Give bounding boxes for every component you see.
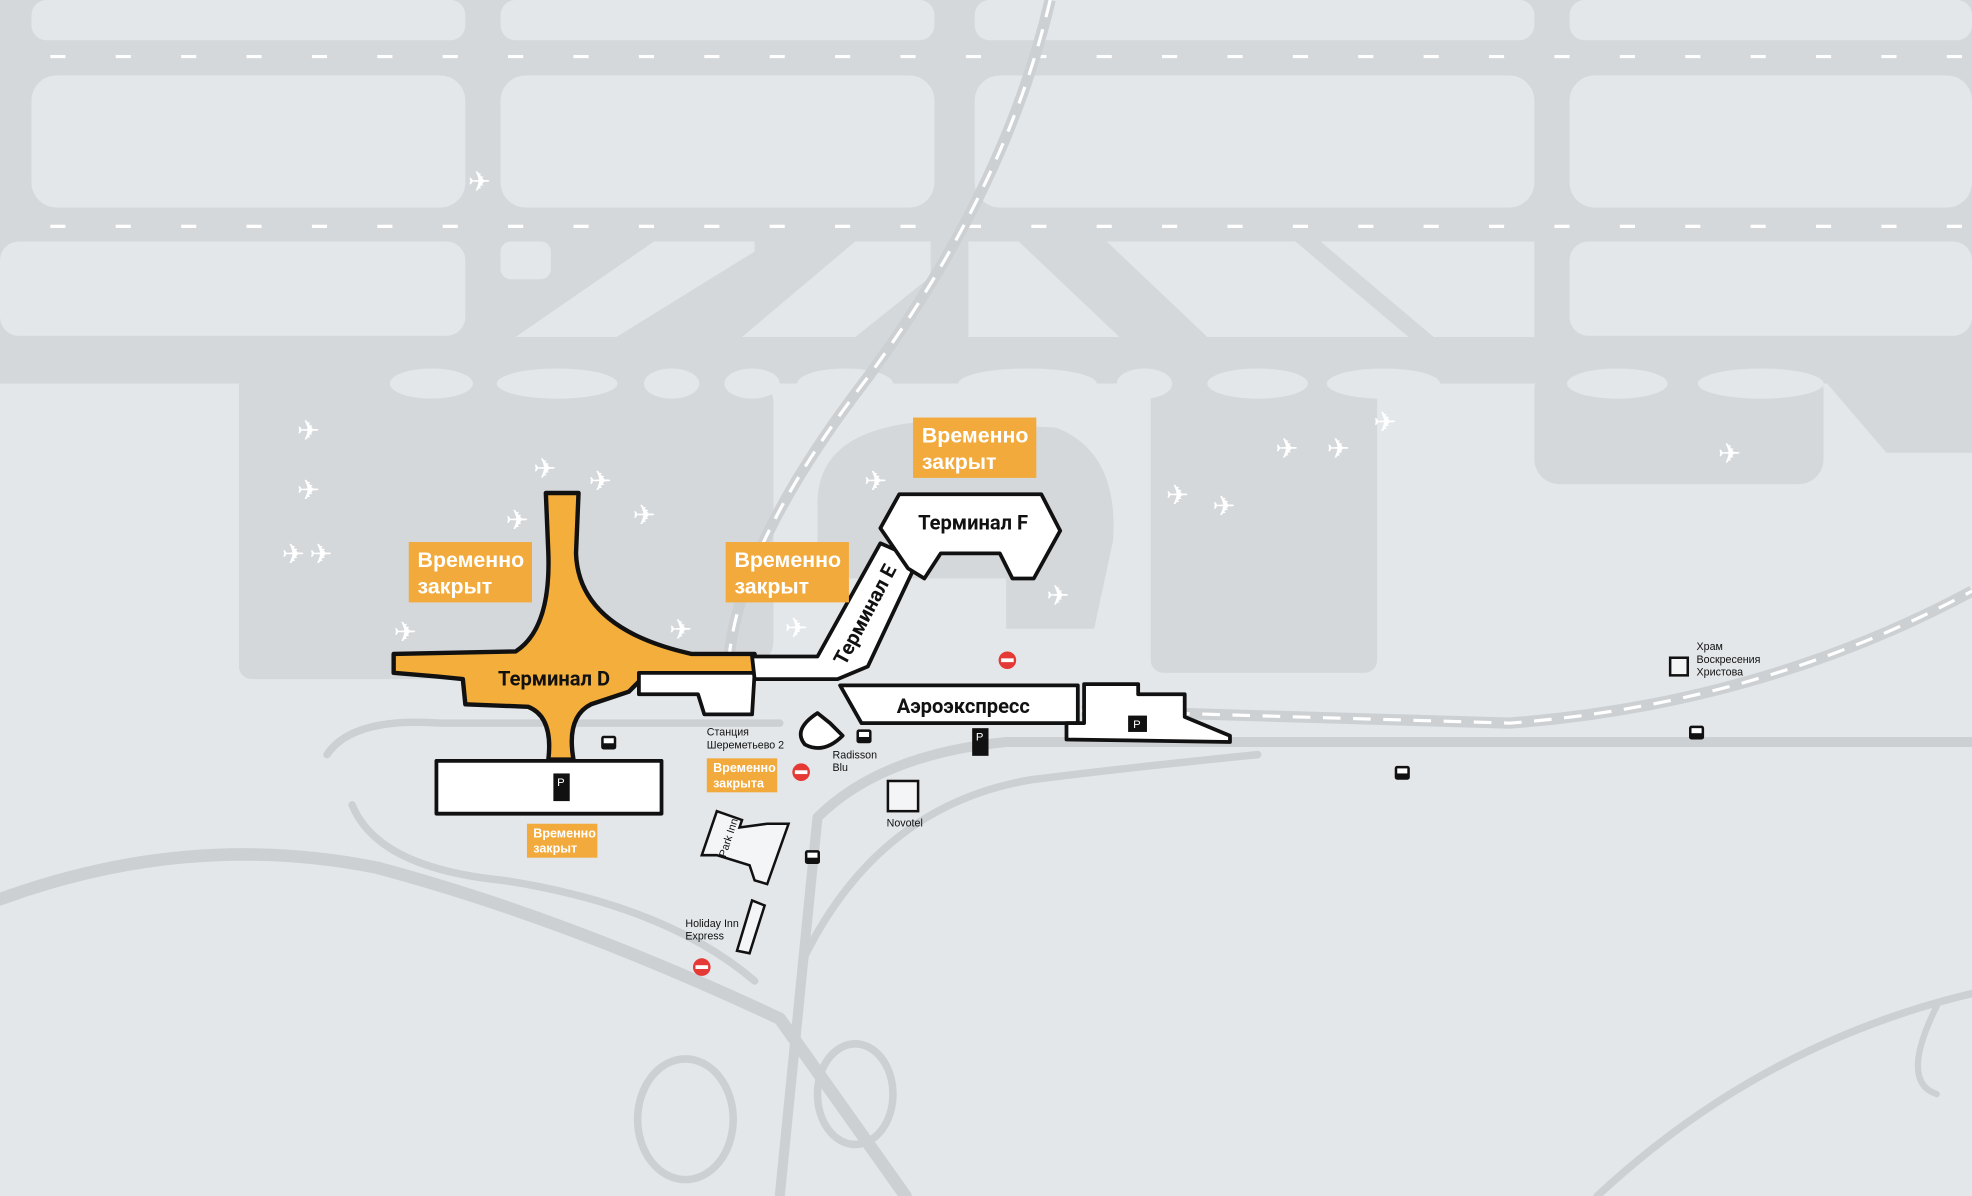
svg-text:Временно: Временно [418, 548, 525, 572]
buildings [434, 656, 1690, 955]
parking-icon [1128, 715, 1147, 732]
airplane-icon: ✈ [297, 414, 320, 447]
terminal-f-label: Терминал F [918, 510, 1028, 534]
parking-d[interactable] [434, 758, 664, 816]
parking-icon [553, 773, 570, 802]
bus-icon [804, 850, 820, 864]
parking-icon [972, 728, 989, 756]
no-entry-icon [692, 958, 711, 976]
airplanes: ✈ ✈ ✈ ✈ ✈ ✈ ✈ ✈ ✈ ✈ ✈ ✈ ✈ ✈ ✈ ✈ ✈ ✈ ✈ ✈ [282, 165, 1741, 648]
station-label: Станция [707, 727, 749, 739]
closed-label-parking: Временно закрыт [526, 823, 598, 858]
svg-text:закрыт: закрыт [734, 575, 809, 599]
airplane-icon: ✈ [309, 537, 332, 570]
svg-text:P: P [1133, 719, 1141, 731]
airplane-icon: ✈ [1046, 579, 1069, 612]
closed-label-terminal-f: Временно закрыт [913, 417, 1037, 478]
church-label: Храм [1697, 641, 1723, 653]
bus-icon [856, 729, 872, 744]
svg-text:закрыт: закрыт [418, 575, 493, 599]
svg-text:Временно: Временно [713, 761, 776, 775]
novotel-building [886, 779, 920, 813]
svg-text:P: P [557, 777, 565, 789]
airplane-icon: ✈ [785, 612, 808, 645]
airplane-icon: ✈ [633, 498, 656, 531]
holiday-inn-label: Express [685, 930, 724, 942]
airplane-icon: ✈ [506, 503, 529, 536]
closed-label-terminal-e: Временно закрыт [725, 542, 849, 603]
svg-text:P: P [976, 732, 984, 744]
airplane-icon: ✈ [282, 537, 305, 570]
novotel-label: Novotel [887, 817, 923, 829]
bus-icon [601, 735, 617, 750]
church-label: Христова [1697, 666, 1744, 678]
holiday-inn-label: Holiday Inn [685, 918, 738, 930]
terminal-d-label: Терминал D [498, 666, 610, 690]
svg-text:закрыт: закрыт [533, 842, 577, 856]
airplane-icon: ✈ [669, 613, 692, 646]
airplane-icon: ✈ [1718, 437, 1741, 470]
svg-text:Временно: Временно [734, 548, 841, 572]
svg-text:Временно: Временно [922, 424, 1029, 448]
aeroexpress-label: Аэроэкспресс [897, 694, 1030, 718]
parking-signs: P P P [553, 715, 1147, 802]
airplane-icon: ✈ [394, 615, 417, 648]
svg-text:закрыта: закрыта [713, 776, 765, 790]
radisson-label: Radisson [833, 749, 878, 761]
no-entry-icon [792, 763, 810, 781]
airplane-icon: ✈ [1166, 478, 1189, 511]
airplane-icon: ✈ [468, 165, 491, 198]
no-entry-icon [998, 651, 1017, 670]
airplane-icon: ✈ [533, 452, 556, 485]
holiday-inn-building [735, 898, 767, 955]
airplane-icon: ✈ [1275, 432, 1298, 465]
airplane-icon: ✈ [864, 464, 887, 497]
svg-text:Временно: Временно [533, 827, 596, 841]
closed-label-station: Временно закрыта [706, 758, 778, 793]
radisson-label: Blu [833, 762, 848, 774]
bus-stops [601, 725, 1705, 864]
svg-text:закрыт: закрыт [922, 450, 997, 474]
airplane-icon: ✈ [1212, 490, 1235, 523]
bus-icon [1689, 725, 1705, 740]
park-inn-building [700, 809, 791, 886]
airplane-icon: ✈ [1373, 405, 1396, 438]
airplane-icon: ✈ [297, 473, 320, 506]
no-entry-signs [692, 651, 1017, 976]
airplane-icon: ✈ [1327, 432, 1350, 465]
bus-icon [1394, 765, 1410, 780]
airplane-icon: ✈ [589, 464, 612, 497]
church-label: Воскресения [1697, 654, 1761, 666]
terminal-e-f[interactable]: Терминал E Терминал F Аэроэкспресс [750, 492, 1232, 750]
church-building [1668, 656, 1690, 677]
station-label: Шереметьево 2 [707, 739, 784, 751]
closed-label-terminal-d: Временно закрыт [408, 542, 532, 603]
